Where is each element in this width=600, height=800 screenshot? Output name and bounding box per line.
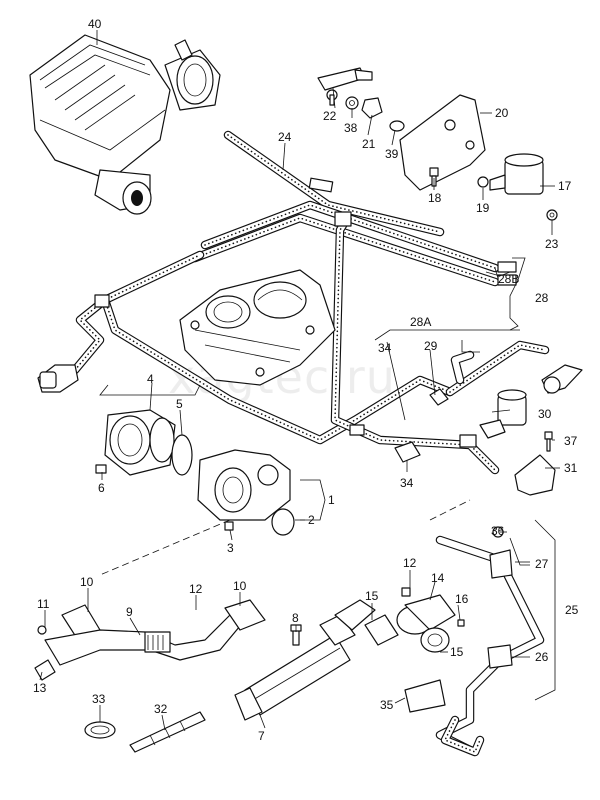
callout-28: 28 [535,291,549,305]
callout-16: 16 [455,592,469,606]
callout-30: 30 [538,407,552,421]
engine-cover [179,269,336,386]
callout-24: 24 [278,130,292,144]
egr-valve [197,449,291,531]
callout-21: 21 [362,137,376,151]
mounting-bracket-31 [514,431,556,496]
callout-38: 38 [344,121,358,135]
callout-26: 26 [535,650,549,664]
hose-clip [394,441,421,463]
heat-shield [404,679,446,713]
callout-28B: 28B [498,272,519,286]
callout-10-left: 10 [80,575,94,589]
callout-23: 23 [545,237,559,251]
callout-11: 11 [37,597,50,611]
callout-36: 36 [491,524,505,538]
callout-19: 19 [476,201,490,215]
callout-12-left: 12 [189,582,203,596]
callout-22: 22 [323,109,337,123]
callout-32: 32 [154,702,168,716]
callout-14: 14 [431,571,445,585]
callout-3: 3 [227,541,234,555]
callout-15-lower: 15 [450,645,464,659]
callout-12-right: 12 [403,556,417,570]
callout-28A: 28A [410,315,431,329]
callout-17: 17 [558,179,572,193]
callout-37: 37 [564,434,578,448]
callout-8: 8 [292,611,299,625]
callout-18: 18 [428,191,442,205]
callout-20: 20 [495,106,509,120]
hose-brackets-right [487,526,513,669]
check-valve [479,364,583,439]
callout-35: 35 [380,698,394,712]
callout-34-lower: 34 [400,476,414,490]
air-filter-housing [29,34,221,215]
callout-4: 4 [147,372,154,386]
callout-34-upper: 34 [378,341,392,355]
throttle-body [95,409,176,476]
egr-pipe-9 [34,599,266,681]
hose-clamp-33 [84,721,116,739]
callout-31: 31 [564,461,578,475]
callout-9: 9 [126,605,133,619]
small-fasteners-top [326,89,439,187]
callout-15-upper: 15 [365,589,379,603]
callout-39: 39 [385,147,399,161]
callout-40: 40 [88,17,102,31]
callout-10-right: 10 [233,579,247,593]
gasket-2 [271,508,295,536]
callouts: 40 24 22 38 21 39 20 17 18 19 23 28B 28 … [33,17,579,743]
solenoid-valve [477,153,558,221]
hose-connectors [94,177,517,448]
callout-7: 7 [258,729,265,743]
o-ring-5 [171,434,193,476]
callout-5: 5 [176,397,183,411]
callout-29: 29 [424,339,438,353]
inline-filter [37,364,79,393]
callout-33: 33 [92,692,106,706]
egr-cooler [234,587,465,721]
callout-27: 27 [535,557,549,571]
leader-lines [39,30,560,731]
callout-25: 25 [565,603,579,617]
cable-tie-32 [129,711,206,753]
callout-6: 6 [98,481,105,495]
callout-2: 2 [308,513,315,527]
callout-1: 1 [328,493,335,507]
callout-13: 13 [33,681,47,695]
solenoid-bracket [317,67,486,191]
